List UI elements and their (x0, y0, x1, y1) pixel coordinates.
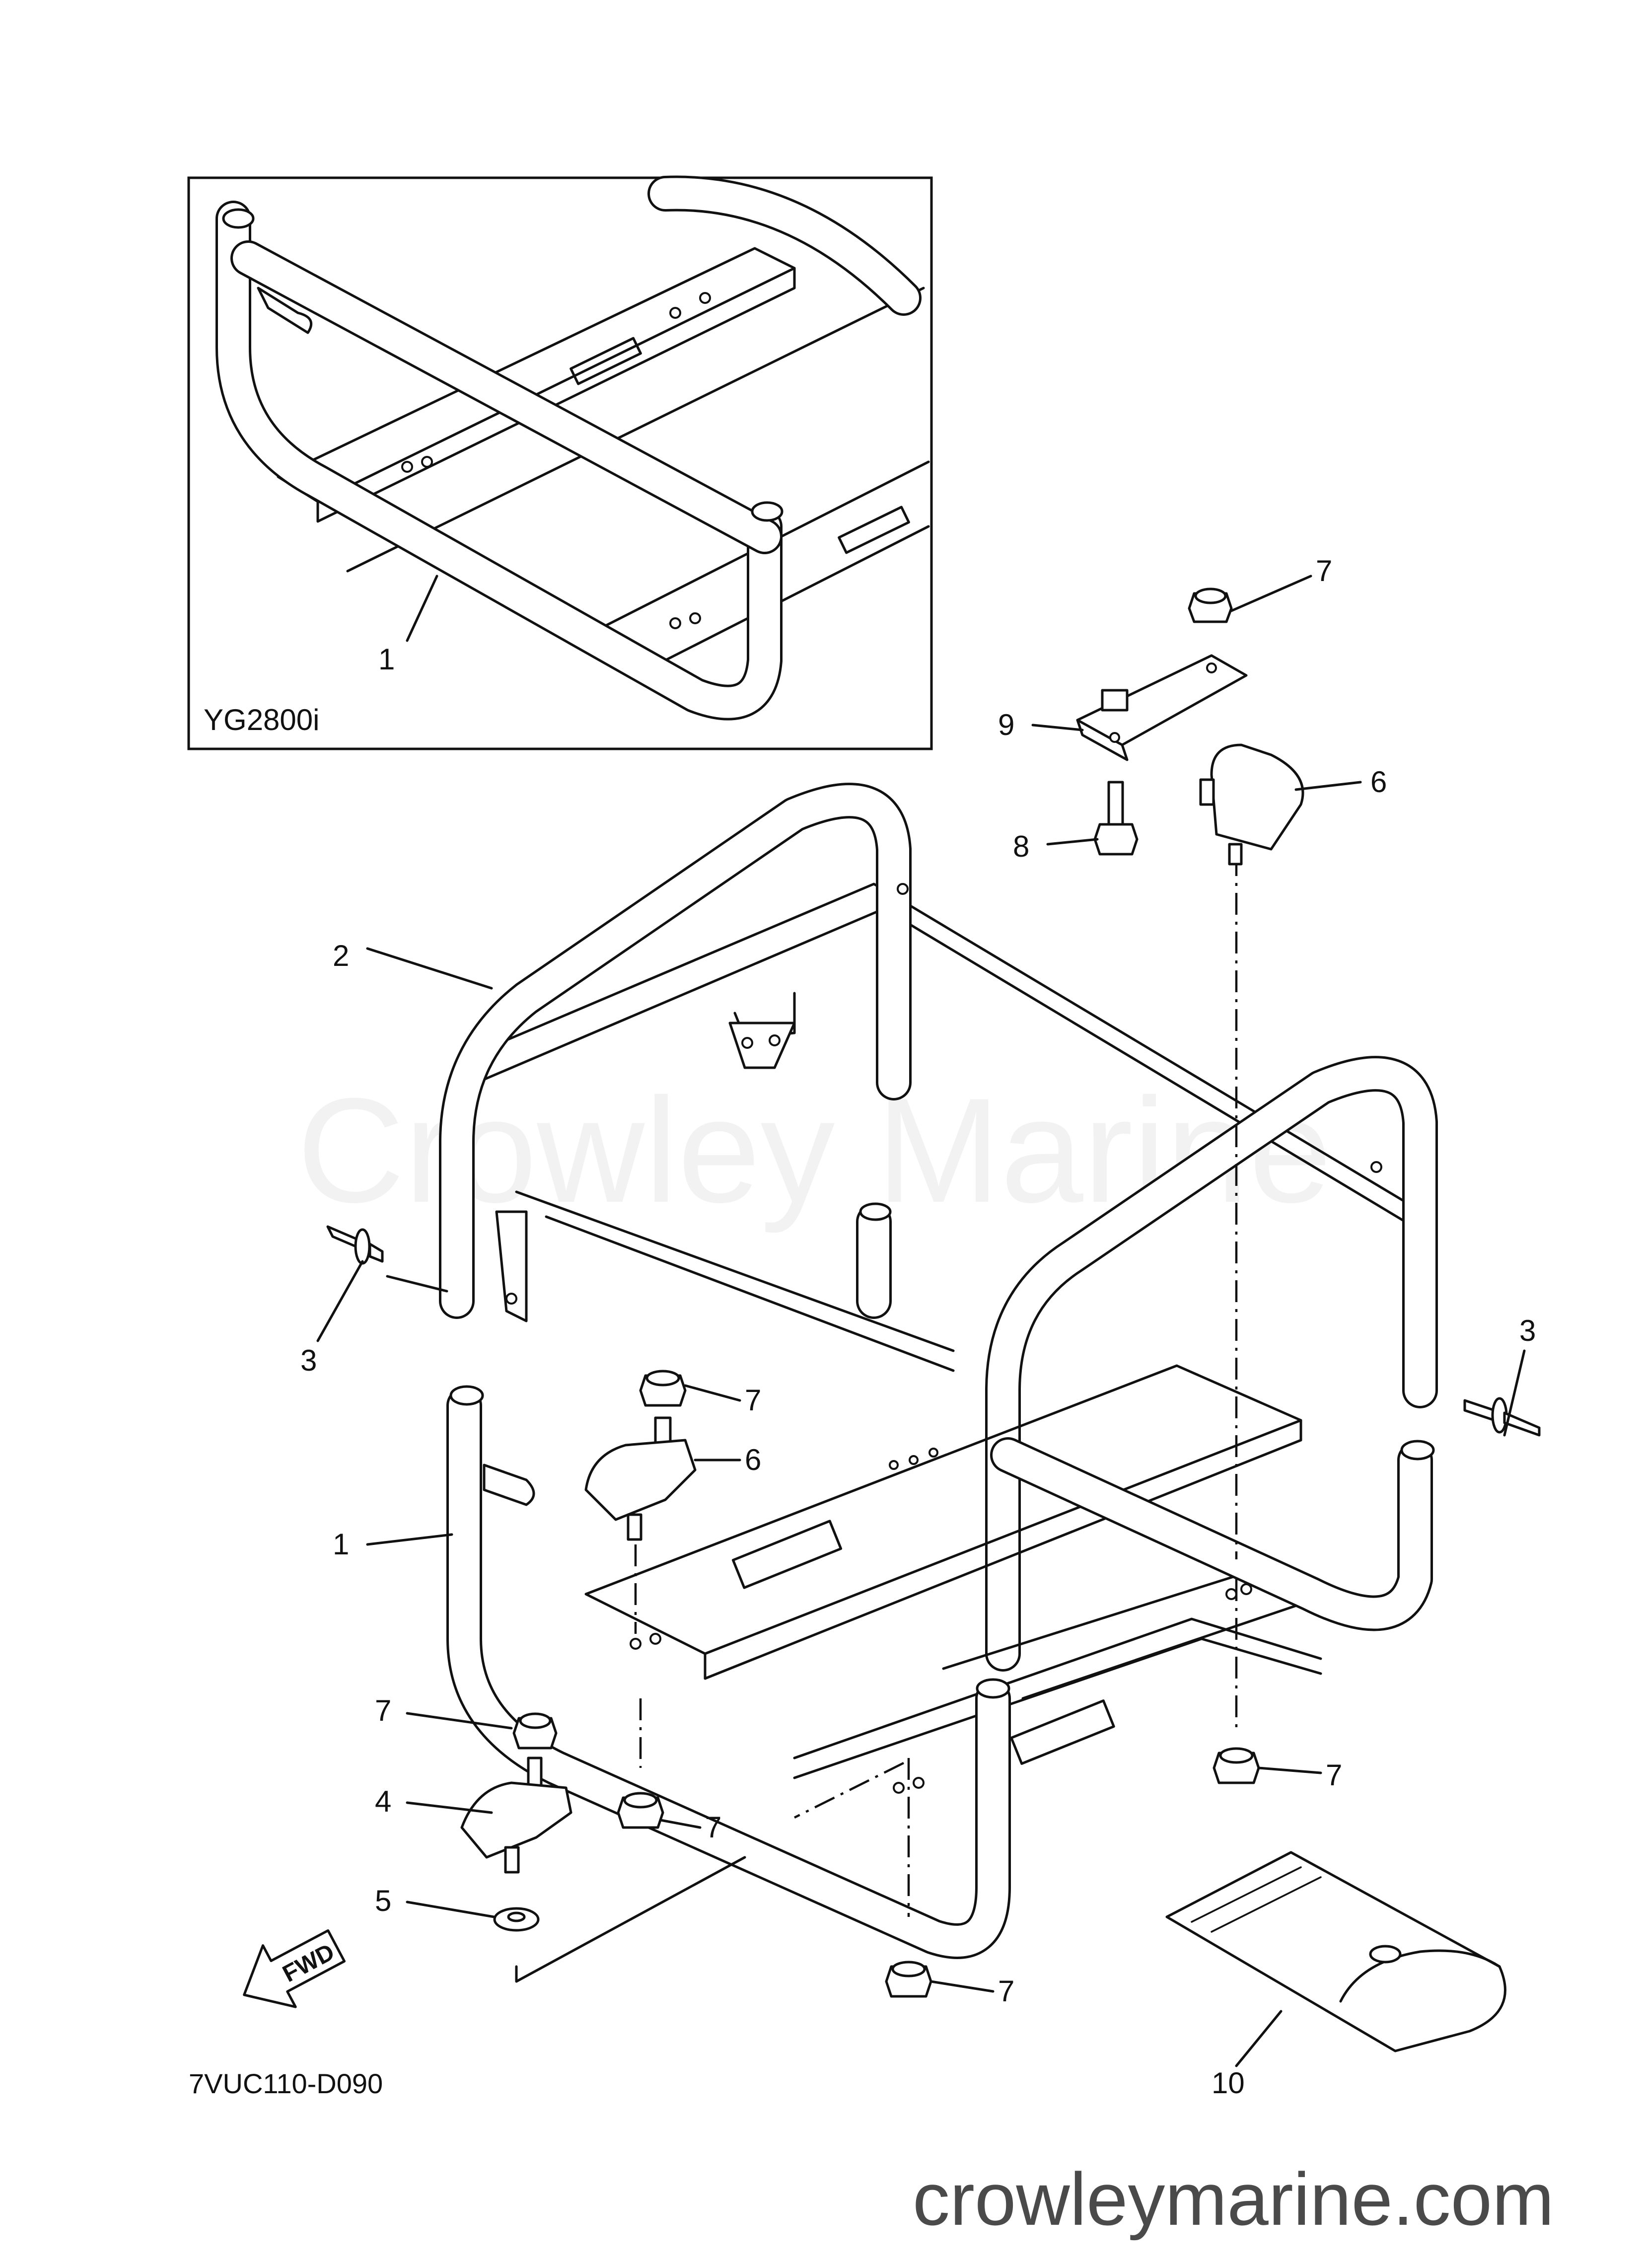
lower-base-frame (446, 1364, 1435, 1959)
upper-pipe-frame (439, 783, 1438, 1672)
damper-upper (1199, 743, 1304, 866)
callout-bracket: 9 (998, 708, 1014, 741)
callout-nut-mid: 7 (745, 1384, 761, 1417)
tool-bag (1165, 1851, 1506, 2052)
callout-nut-upper: 7 (1316, 554, 1332, 587)
callout-damper-front: 4 (375, 1785, 391, 1818)
callout-pipe-frame: 2 (333, 939, 349, 972)
callout-nut-bottom-mid: 7 (705, 1811, 721, 1844)
callout-frame-lower: 1 (333, 1528, 349, 1561)
site-url: crowleymarine.com (913, 2157, 1554, 2241)
callout-nut-rear-right: 7 (1326, 1758, 1342, 1792)
inset-tube-frame (215, 175, 922, 721)
inset-model-label: YG2800i (204, 703, 320, 736)
nut-bottom-center (885, 1961, 932, 1998)
damper-rear (584, 1439, 697, 1541)
bracket-9 (1076, 654, 1248, 761)
callout-damper-upper: 6 (1370, 765, 1387, 799)
fwd-arrow: FWD (243, 1929, 346, 2008)
callout-inset-1: 1 (378, 643, 395, 676)
callouts: 7 9 6 8 2 3 3 7 6 1 7 4 7 7 5 7 10 (300, 554, 1536, 2100)
callout-nut-bottom-center: 7 (998, 1975, 1014, 2008)
callout-rivet-left: 3 (300, 1344, 317, 1377)
bolt-8 (1093, 781, 1139, 856)
rivet-right (1463, 1397, 1541, 1437)
inset-panel: 1 YG2800i (187, 175, 933, 750)
callout-rivet-right: 3 (1519, 1314, 1536, 1347)
nut-bottom-mid (617, 1792, 664, 1829)
nut-front-left (512, 1712, 558, 1789)
nut-upper (1188, 587, 1233, 623)
nut-rear-right (1213, 1747, 1260, 1784)
callout-washer: 5 (375, 1884, 391, 1917)
callout-tool-bag: 10 (1212, 2066, 1245, 2100)
diagram-code: 7VUC110-D090 (189, 2068, 383, 2099)
center-lines (515, 854, 1238, 1983)
leader-lines (316, 575, 1526, 2067)
callout-damper-rear: 6 (745, 1443, 761, 1476)
callout-nut-front-left: 7 (375, 1694, 391, 1727)
callout-bolt: 8 (1013, 830, 1029, 863)
nut-mid (639, 1370, 687, 1444)
washer-5 (493, 1907, 540, 1932)
damper-front (460, 1781, 572, 1874)
